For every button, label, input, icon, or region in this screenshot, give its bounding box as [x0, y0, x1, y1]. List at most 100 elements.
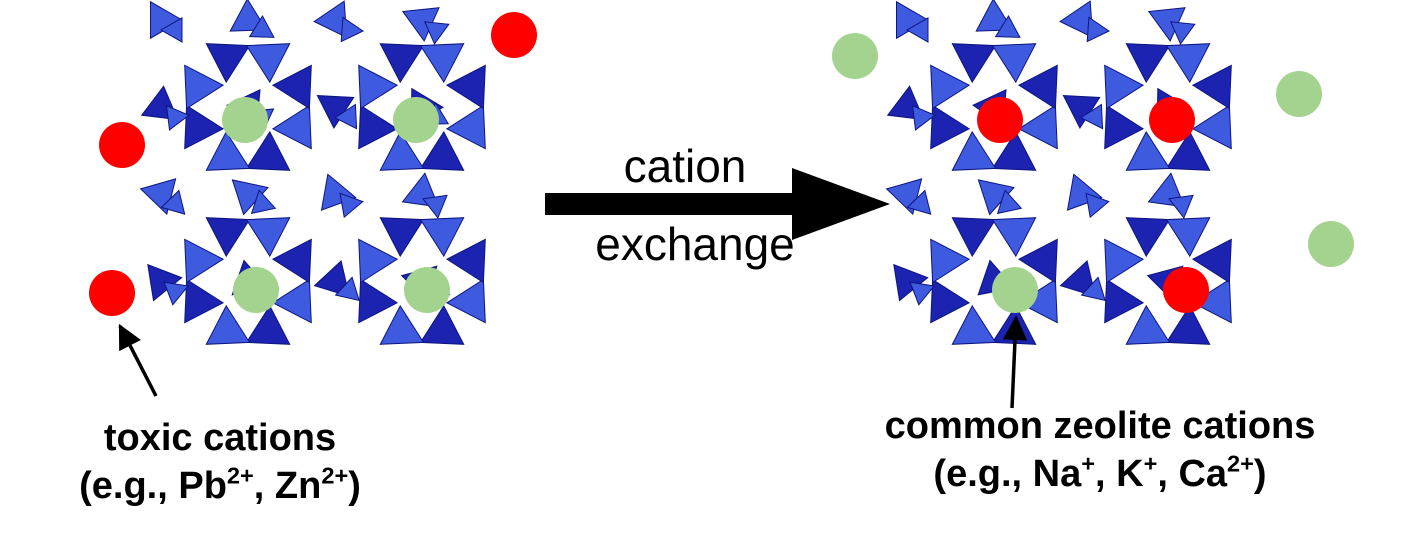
common-zeolite-cation — [1276, 71, 1322, 117]
framework-tetrahedron — [951, 43, 997, 84]
toxic-cation — [89, 270, 135, 316]
framework-tetrahedron — [184, 64, 225, 110]
framework-tetrahedron — [166, 105, 190, 131]
ion-zinc-charge: 2+ — [321, 462, 349, 489]
framework-tetrahedron — [951, 130, 997, 171]
framework-tetrahedron — [250, 189, 277, 215]
framework-tetrahedron — [271, 278, 312, 324]
framework-tetrahedron — [205, 217, 251, 258]
examples-prefix: (e.g., — [79, 465, 179, 507]
framework-tetrahedron — [445, 104, 486, 150]
common-zeolite-cation — [404, 267, 450, 313]
framework-tetrahedron — [445, 278, 486, 324]
common-zeolite-cation — [393, 97, 439, 143]
ion-lead-charge: 2+ — [226, 462, 254, 489]
framework-tetrahedron — [930, 64, 971, 110]
framework-tetrahedron — [184, 238, 225, 284]
framework-tetrahedron — [994, 15, 1021, 38]
ion-zinc: Zn — [274, 465, 322, 507]
toxic-cation — [99, 122, 145, 168]
framework-tetrahedron — [160, 189, 186, 215]
framework-tetrahedron — [912, 105, 936, 131]
framework-tetrahedron — [358, 278, 399, 324]
common-cations-title: common zeolite cations — [884, 405, 1316, 447]
cation-layer — [89, 12, 1354, 316]
framework-tetrahedron — [1125, 217, 1171, 258]
framework-tetrahedron — [423, 21, 450, 45]
framework-tetrahedron — [1080, 276, 1106, 302]
framework-tetrahedron — [245, 130, 291, 171]
framework-tetrahedron — [1017, 104, 1058, 150]
framework-tetrahedron — [245, 43, 291, 84]
framework-tetrahedron — [320, 173, 357, 211]
toxic-cation — [1149, 97, 1195, 143]
framework-tetrahedron — [339, 192, 364, 219]
framework-tetrahedron — [991, 130, 1037, 171]
framework-tetrahedron — [1169, 21, 1196, 45]
framework-tetrahedron — [1191, 278, 1232, 324]
framework-tetrahedron — [1085, 192, 1110, 219]
framework-tetrahedron — [445, 238, 486, 284]
framework-tetrahedron — [1125, 130, 1171, 171]
framework-tetrahedron — [271, 104, 312, 150]
common-cation-pointer-arrow — [1002, 315, 1028, 409]
toxic-cations-examples: (e.g., Pb2+, Zn2+) — [30, 462, 410, 510]
framework-tetrahedron — [1079, 103, 1104, 130]
arrow-label-exchange: exchange — [595, 218, 795, 270]
framework-tetrahedron — [419, 217, 465, 258]
toxic-cation-pointer-arrow — [118, 323, 158, 397]
framework-tetrahedron — [379, 130, 425, 171]
ion-sodium-charge: + — [1081, 450, 1095, 477]
exchange-arrow-head — [792, 168, 890, 240]
framework-tetrahedron — [1125, 304, 1171, 345]
common-cations-examples: (e.g., Na+, K+, Ca2+) — [820, 450, 1380, 498]
examples-separator: , — [253, 465, 275, 507]
framework-tetrahedron — [205, 130, 251, 171]
framework-tetrahedron — [419, 130, 465, 171]
toxic-cation — [491, 12, 537, 58]
framework-tetrahedron — [205, 304, 251, 345]
toxic-cation — [1163, 267, 1209, 313]
framework-tetrahedron — [1066, 173, 1103, 211]
framework-tetrahedron — [245, 217, 291, 258]
framework-tetrahedron — [1165, 217, 1211, 258]
framework-tetrahedron — [930, 238, 971, 284]
common-cations-label: common zeolite cations (e.g., Na+, K+, C… — [820, 402, 1380, 498]
framework-tetrahedron — [1104, 238, 1145, 284]
common-zeolite-cation — [992, 267, 1038, 313]
common-zeolite-cation — [1308, 221, 1354, 267]
ion-calcium: Ca — [1178, 453, 1228, 495]
ion-potassium-charge: + — [1143, 450, 1158, 477]
common-zeolite-cation — [222, 97, 268, 143]
framework-tetrahedron — [205, 43, 251, 84]
framework-tetrahedron — [271, 64, 312, 110]
toxic-cations-label: toxic cations (e.g., Pb2+, Zn2+) — [30, 414, 410, 510]
examples-suffix: ) — [348, 465, 361, 507]
framework-tetrahedron — [163, 281, 190, 306]
examples-suffix: ) — [1253, 453, 1267, 495]
framework-tetrahedron — [358, 64, 399, 110]
framework-tetrahedron — [159, 17, 183, 43]
framework-tetrahedron — [951, 217, 997, 258]
framework-tetrahedron — [379, 43, 425, 84]
framework-tetrahedron — [909, 281, 936, 306]
framework-tetrahedron — [930, 104, 971, 150]
ion-lead: Pb — [178, 465, 227, 507]
framework-tetrahedron — [1191, 238, 1232, 284]
framework-tetrahedron — [1191, 104, 1232, 150]
toxic-cation — [977, 97, 1023, 143]
framework-tetrahedron — [248, 15, 275, 38]
framework-tetrahedron — [1104, 278, 1145, 324]
framework-tetrahedron — [951, 304, 997, 345]
ion-calcium-charge: 2+ — [1227, 450, 1254, 477]
framework-tetrahedron — [379, 217, 425, 258]
framework-tetrahedron — [358, 238, 399, 284]
framework-tetrahedron — [313, 259, 350, 298]
framework-tetrahedron — [1191, 64, 1232, 110]
exchange-arrow — [545, 168, 890, 240]
framework-tetrahedron — [419, 304, 465, 345]
framework-tetrahedron — [1165, 130, 1211, 171]
framework-tetrahedron — [1059, 259, 1096, 298]
framework-tetrahedron — [422, 194, 448, 219]
